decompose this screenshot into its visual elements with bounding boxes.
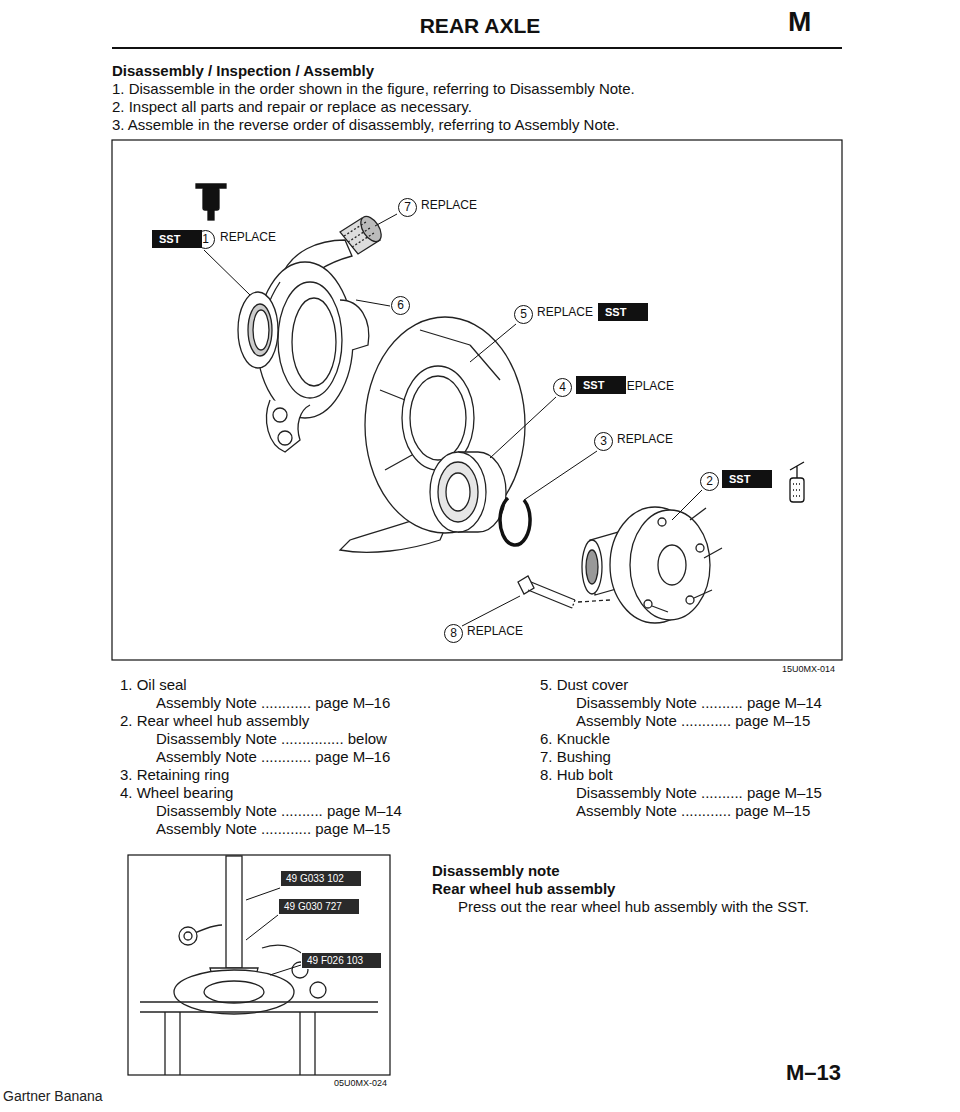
- callout-number: 2: [700, 472, 719, 491]
- part-name: 7. Bushing: [540, 748, 611, 765]
- tool-badge: SST: [598, 303, 648, 321]
- note-reference: Assembly Note ............ page M–15: [576, 712, 810, 729]
- note-heading: Disassembly note: [432, 862, 560, 879]
- step-text: 3. Assemble in the reverse order of disa…: [112, 116, 619, 133]
- tool-label: 49 G033 102: [286, 873, 356, 884]
- note-heading: Rear wheel hub assembly: [432, 880, 615, 897]
- tool-label: 49 F026 103: [307, 955, 376, 966]
- tool-label: 49 G030 727: [284, 901, 354, 912]
- tool-label: SST: [159, 233, 195, 245]
- tool-label: SST: [729, 473, 765, 485]
- note-reference: Disassembly Note .......... page M–14: [156, 802, 402, 819]
- callout-number: 7: [398, 198, 417, 217]
- part-name: 5. Dust cover: [540, 676, 628, 693]
- note-reference: Disassembly Note .......... page M–14: [576, 694, 822, 711]
- note-reference: Assembly Note ............ page M–15: [156, 820, 390, 837]
- figure-code: 15U0MX-014: [782, 664, 835, 674]
- replace-note: REPLACE: [220, 231, 276, 245]
- note-text: Press out the rear wheel hub assembly wi…: [458, 898, 809, 915]
- part-name: 8. Hub bolt: [540, 766, 613, 783]
- note-reference: Disassembly Note ............... below: [156, 730, 387, 747]
- replace-note: REPLACE: [618, 380, 674, 394]
- part-name: 1. Oil seal: [120, 676, 187, 693]
- replace-note: REPLACE: [467, 625, 523, 639]
- figure-code: 05U0MX-024: [334, 1078, 387, 1088]
- part-name: 2. Rear wheel hub assembly: [120, 712, 309, 729]
- step-text: 1. Disassemble in the order shown in the…: [112, 80, 635, 97]
- tool-number-box: 49 G033 102: [280, 870, 362, 887]
- tool-badge: SST: [576, 376, 626, 394]
- note-reference: Assembly Note ............ page M–16: [156, 748, 390, 765]
- tool-badge: SST: [722, 470, 772, 488]
- note-reference: Assembly Note ............ page M–16: [156, 694, 390, 711]
- part-name: 3. Retaining ring: [120, 766, 229, 783]
- tool-label: SST: [583, 379, 619, 391]
- section-heading: Disassembly / Inspection / Assembly: [112, 62, 374, 79]
- section-letter: M: [788, 6, 811, 38]
- page-title: REAR AXLE: [420, 14, 541, 38]
- part-name: 6. Knuckle: [540, 730, 610, 747]
- note-reference: Assembly Note ............ page M–15: [576, 802, 810, 819]
- callout-number: 4: [553, 378, 572, 397]
- step-text: 2. Inspect all parts and repair or repla…: [112, 98, 472, 115]
- callout-number: 5: [514, 305, 533, 324]
- page-number: M–13: [786, 1060, 841, 1085]
- part-name: 4. Wheel bearing: [120, 784, 233, 801]
- callout-number: 6: [391, 296, 410, 315]
- tool-badge: SST: [152, 230, 202, 248]
- tool-number-box: 49 F026 103: [301, 952, 382, 969]
- callout-number: 8: [444, 624, 463, 643]
- tool-label: SST: [605, 306, 641, 318]
- note-reference: Disassembly Note .......... page M–15: [576, 784, 822, 801]
- replace-note: REPLACE: [617, 433, 673, 447]
- replace-note: REPLACE: [537, 306, 593, 320]
- watermark: Gartner Banana: [3, 1088, 103, 1104]
- callout-number: 3: [594, 432, 613, 451]
- replace-note: REPLACE: [421, 199, 477, 213]
- tool-number-box: 49 G030 727: [278, 898, 360, 915]
